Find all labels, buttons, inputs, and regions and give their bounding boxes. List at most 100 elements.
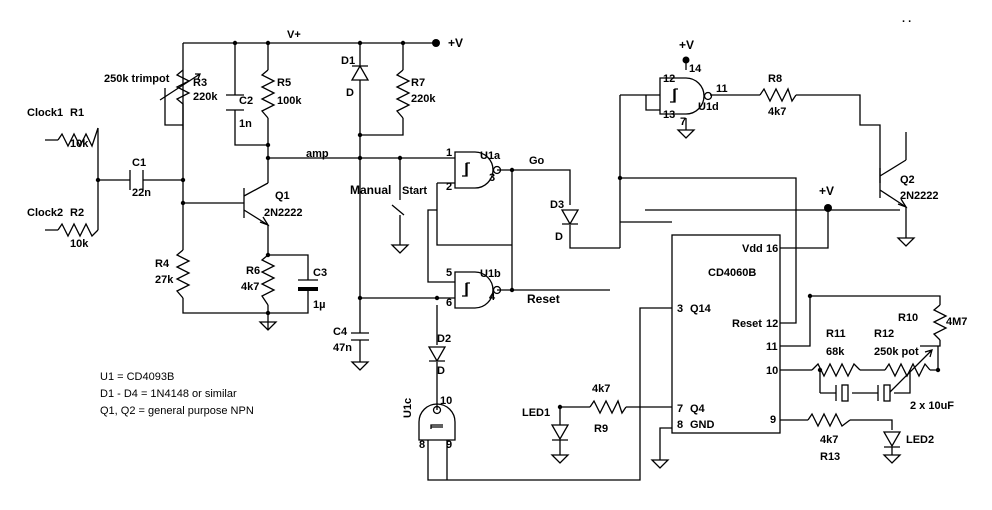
pot-r12	[884, 349, 933, 393]
transistor-q1	[243, 182, 270, 227]
label-start: Start	[402, 185, 427, 197]
label-r4: R4	[155, 258, 170, 270]
label-r2: R2	[70, 207, 84, 219]
label-pin9: 9	[770, 414, 776, 426]
label-ic-vplus: +V	[819, 184, 834, 198]
label-d2-d: D	[437, 365, 445, 377]
note-diodes: D1 - D4 = 1N4148 or similar	[100, 388, 237, 400]
label-vplus-rail: V+	[287, 29, 301, 41]
label-u1d-pin14: 14	[689, 63, 702, 75]
diode-d2	[427, 346, 447, 363]
label-r13: R13	[820, 451, 840, 463]
label-u1d-pin7: 7	[680, 116, 686, 128]
label-u1d: U1d	[698, 101, 719, 113]
label-ic-name: CD4060B	[708, 267, 756, 279]
label-q4-pin: 7	[677, 403, 683, 415]
label-r6: R6	[246, 265, 260, 277]
label-q14: Q14	[690, 303, 712, 315]
label-vdd: Vdd	[742, 243, 763, 255]
gate-u1d	[659, 77, 713, 115]
label-vplus-top: +V	[448, 36, 463, 50]
label-u1d-pin11: 11	[716, 83, 728, 95]
label-reset-net: Reset	[527, 292, 560, 306]
label-manual: Manual	[350, 183, 391, 197]
resistor-r4	[175, 249, 191, 299]
trimpot-r3	[159, 69, 201, 130]
label-u1c-pin9: 9	[446, 439, 452, 451]
ground-symbols	[258, 129, 916, 469]
label-amp: amp	[306, 148, 329, 160]
label-d1-d: D	[346, 87, 354, 99]
transistor-q2	[879, 159, 908, 209]
label-r6-value: 4k7	[241, 281, 259, 293]
label-d3: D3	[550, 199, 564, 211]
gate-u1b	[454, 271, 502, 309]
junctions	[95, 40, 941, 410]
label-r3-value: 220k	[193, 91, 218, 103]
label-r8-value: 4k7	[768, 106, 786, 118]
label-r8: R8	[768, 73, 782, 85]
label-c4-value: 47n	[333, 342, 352, 354]
led-led1	[550, 424, 570, 441]
label-clock1: Clock1	[27, 107, 63, 119]
label-q2-type: 2N2222	[900, 190, 939, 202]
note-transistors: Q1, Q2 = general purpose NPN	[100, 405, 254, 417]
label-u1d-pin13: 13	[663, 109, 675, 121]
label-u1c-pin8: 8	[419, 439, 425, 451]
label-r2-value: 10k	[70, 238, 89, 250]
label-q14-pin: 3	[677, 303, 683, 315]
resistor-r5	[260, 69, 276, 119]
label-d1: D1	[341, 55, 355, 67]
led-led2	[882, 431, 902, 455]
label-u1a-pin1: 1	[446, 147, 452, 159]
corner-mark: . .	[902, 13, 911, 25]
label-r10: R10	[898, 312, 918, 324]
label-gnd-pin: 8	[677, 419, 683, 431]
resistor-r7	[395, 69, 411, 119]
label-q2: Q2	[900, 174, 915, 186]
label-r1: R1	[70, 107, 84, 119]
capacitor-c3	[298, 270, 318, 298]
label-r10-value: 4M7	[946, 316, 967, 328]
label-q1: Q1	[275, 190, 290, 202]
label-r7: R7	[411, 77, 425, 89]
capacitor-c4	[351, 325, 369, 345]
label-c2-value: 1n	[239, 118, 252, 130]
label-r11-value: 68k	[826, 346, 845, 358]
label-u1c: U1c	[402, 398, 414, 418]
label-u1b-pin5: 5	[446, 267, 452, 279]
label-clock2: Clock2	[27, 207, 63, 219]
label-d2: D2	[437, 333, 451, 345]
label-c2: C2	[239, 95, 253, 107]
note-u1: U1 = CD4093B	[100, 371, 174, 383]
label-r1-value: 10k	[70, 138, 89, 150]
label-u1a: U1a	[480, 150, 501, 162]
label-u1d-vplus: +V	[679, 38, 694, 52]
label-u1a-pin3: 3	[489, 172, 495, 184]
label-gnd: GND	[690, 419, 715, 431]
label-go: Go	[529, 155, 545, 167]
label-u1b-pin4: 4	[489, 291, 496, 303]
label-r5-value: 100k	[277, 95, 302, 107]
label-d3-d: D	[555, 231, 563, 243]
label-c3: C3	[313, 267, 327, 279]
label-r3: R3	[193, 77, 207, 89]
label-r9-value: 4k7	[592, 383, 610, 395]
label-r13-value: 4k7	[820, 434, 838, 446]
label-reset-pin-name: Reset	[732, 318, 762, 330]
label-c3-value: 1µ	[313, 299, 325, 311]
capacitor-c2	[226, 94, 244, 111]
resistor-r8	[759, 87, 797, 103]
label-led2: LED2	[906, 434, 934, 446]
resistor-r11	[811, 362, 861, 378]
label-vdd-pin: 16	[766, 243, 778, 255]
manual-start-switch	[391, 190, 405, 225]
label-c4: C4	[333, 326, 348, 338]
label-pin11: 11	[766, 341, 778, 353]
diode-d3	[560, 209, 580, 226]
label-r12: R12	[874, 328, 894, 340]
label-r9: R9	[594, 423, 608, 435]
